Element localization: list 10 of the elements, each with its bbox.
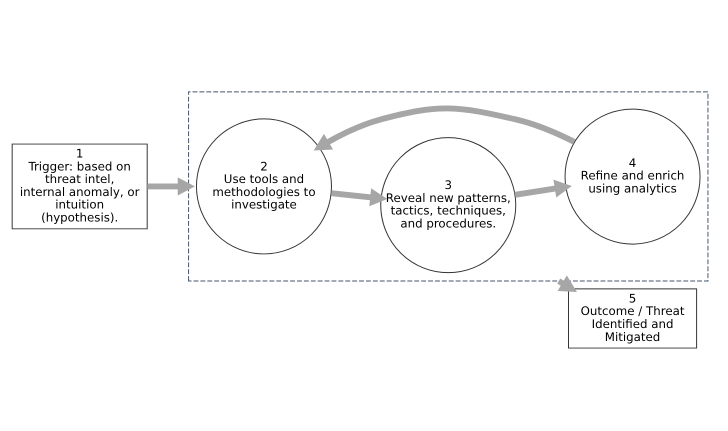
arrow xyxy=(147,176,195,195)
arrow xyxy=(514,179,572,198)
node-box: 1 Trigger: based on threat intel, internal anomaly, or intuition (hypothesis). xyxy=(12,143,148,229)
arrow xyxy=(314,105,576,150)
node-circle: 2 Use tools and methodologies to investigate xyxy=(196,118,332,254)
arrow xyxy=(331,188,388,206)
cluster xyxy=(188,90,708,282)
node-box: 5 Outcome / Threat Identified and Mitigated xyxy=(568,288,698,348)
node-circle: 4 Refine and enrich using analytics xyxy=(564,108,701,244)
node-circle: 3 Reveal new patterns, tactics, techniques, and procedures. xyxy=(380,136,516,273)
